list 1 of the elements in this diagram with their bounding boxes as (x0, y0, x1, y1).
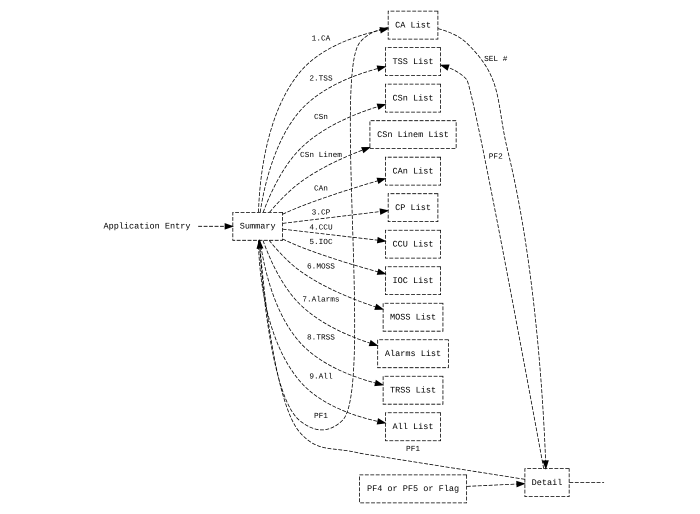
node-text: Application Entry (102, 221, 190, 232)
